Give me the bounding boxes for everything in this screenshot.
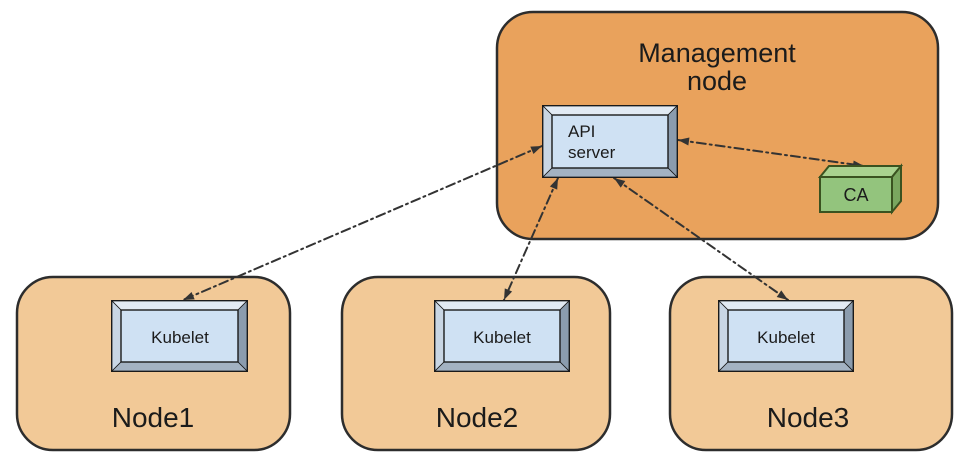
node1-label: Node1 [112, 402, 195, 433]
kubelet2-box-face [443, 309, 561, 363]
connection-line [613, 177, 789, 301]
api-server-bevel-top [542, 105, 678, 116]
kubelet2-bevel-bottom [434, 361, 570, 372]
kubelet3-label: Kubelet [757, 328, 815, 347]
ca-box-front-face [819, 176, 893, 213]
ca-label: CA [843, 185, 868, 205]
kubelet2-bevel-top [434, 300, 570, 311]
node2-label: Node2 [436, 402, 519, 433]
arrowhead-icon [549, 178, 558, 190]
arrowhead-icon [183, 291, 195, 300]
kubelet-box-node2: Kubelet [434, 300, 570, 372]
api-server-bevel-right [667, 105, 678, 178]
api-server-label-line2: server [568, 143, 616, 162]
kubelet3-box-face [727, 309, 845, 363]
arrowhead-icon [678, 137, 690, 146]
arrowhead-icon [504, 288, 513, 300]
kubelet2-bevel-right [559, 300, 570, 372]
ca-box-top-face [817, 165, 904, 178]
kubelet1-label: Kubelet [151, 328, 209, 347]
node3-label: Node3 [767, 402, 850, 433]
arrowhead-icon [776, 290, 788, 300]
arrowhead-icon [530, 146, 542, 155]
kubelet2-bevel-left [434, 300, 445, 372]
api-server-bevel-bottom [542, 167, 678, 178]
api-server-label-line1: API [568, 122, 595, 141]
kubelet2-label: Kubelet [473, 328, 531, 347]
kubelet3-bevel-top [718, 300, 854, 311]
kubelet1-bevel-left [111, 300, 122, 372]
kubelet1-bevel-bottom [111, 361, 248, 372]
kubelet3-bevel-right [843, 300, 854, 372]
api-server-box: API server [542, 105, 678, 178]
kubelet3-bevel-left [718, 300, 729, 372]
ca-box: CA [817, 163, 904, 215]
kubelet-box-node1: Kubelet [111, 300, 248, 372]
connection-line [503, 177, 559, 301]
connection-line [677, 139, 865, 167]
api-server-box-face [551, 114, 669, 169]
management-node-title-line1: Management [638, 38, 796, 68]
kubelet-box-node3: Kubelet [718, 300, 854, 372]
management-node-title-line2: node [687, 66, 747, 96]
kubelet1-box-face [120, 309, 239, 363]
kubelet3-bevel-bottom [718, 361, 854, 372]
api-server-bevel-left [542, 105, 553, 178]
connection-line [182, 145, 543, 301]
arrowhead-icon [614, 178, 626, 188]
kubelet1-bevel-right [237, 300, 248, 372]
kubelet1-bevel-top [111, 300, 248, 311]
